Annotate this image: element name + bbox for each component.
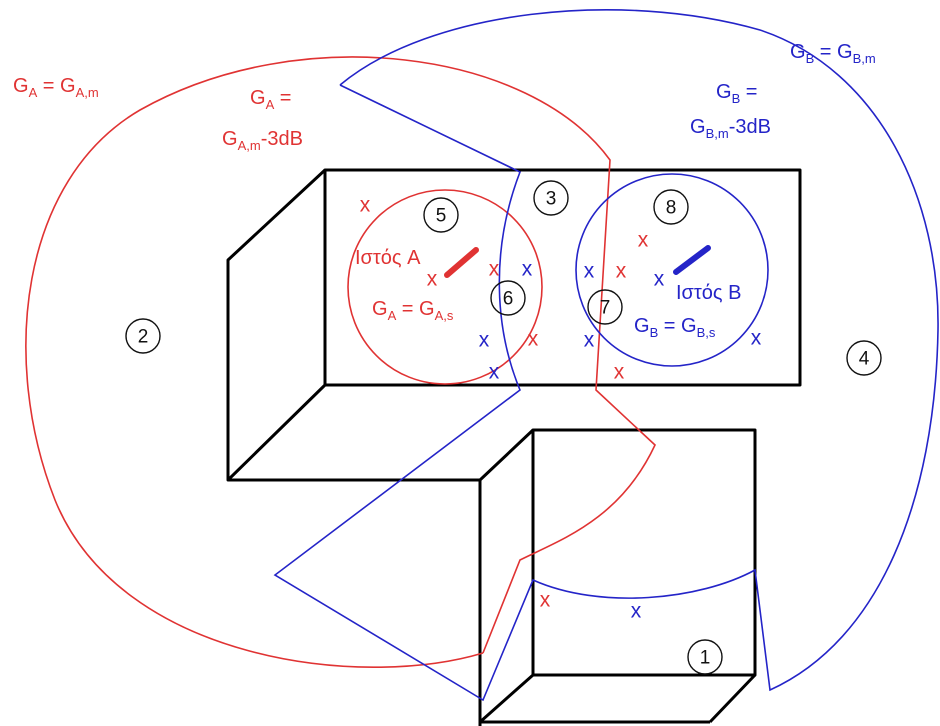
label-mast-a: Ιστός A <box>355 247 421 269</box>
marker-a: x <box>360 194 371 217</box>
coverage-b <box>273 9 939 702</box>
mast-b-icon <box>673 245 711 275</box>
lower-box-edge-bottom <box>479 673 534 724</box>
marker-b: x <box>489 361 500 384</box>
zone-labels: 1 2 3 4 5 6 7 8 <box>138 189 870 669</box>
label-mast-b: Ιστός B <box>676 282 741 304</box>
mast-a-icon <box>444 247 479 278</box>
coverage-a <box>25 56 656 669</box>
upper-box-side <box>226 168 480 482</box>
marker-b: x <box>584 329 595 352</box>
marker-a: x <box>528 328 539 351</box>
coverage-a-main-lobe <box>25 56 656 669</box>
label-ga-s: GA = GA,s <box>372 298 454 323</box>
marker-a: x <box>614 361 625 384</box>
zone-1-label: 1 <box>700 648 711 669</box>
coverage-b-small-circle <box>575 173 769 367</box>
labels-a: GA = GA,m GA = GA,m-3dB Ιστός A GA = GA,… <box>13 75 454 323</box>
zone-6-label: 6 <box>503 289 514 310</box>
marker-b: x <box>584 260 595 283</box>
label-ga-max: GA = GA,m <box>13 75 99 100</box>
zone-6-circle <box>490 280 526 316</box>
zone-4-label: 4 <box>859 349 870 370</box>
label-gb-max: GB = GB,m <box>790 41 876 66</box>
lower-box-edge-top <box>478 428 535 482</box>
zone-7-circle <box>587 289 623 325</box>
zone-2-circle <box>125 318 161 354</box>
zone-7-label: 7 <box>600 298 611 319</box>
zone-8-label: 8 <box>666 198 677 219</box>
labels-b: GB = GB,m GB = GB,m-3dB Ιστός B GB = GB,… <box>634 41 876 340</box>
coverage-b-main-lobe <box>273 9 939 702</box>
marker-b: x <box>751 327 762 350</box>
marker-b: x <box>654 268 665 291</box>
markers-a: x x x x x x x x <box>360 194 649 612</box>
label-gb-s: GB = GB,s <box>634 315 716 340</box>
coverage-a-small-circle <box>347 189 543 385</box>
zone-4-circle <box>846 340 882 376</box>
marker-a: x <box>427 268 438 291</box>
marker-a: x <box>616 260 627 283</box>
marker-b: x <box>479 329 490 352</box>
zone-2-label: 2 <box>138 327 149 348</box>
marker-a: x <box>540 589 551 612</box>
upper-box-front <box>323 168 802 387</box>
marker-a: x <box>489 258 500 281</box>
zone-3-label: 3 <box>546 189 557 210</box>
zone-5-label: 5 <box>436 206 447 227</box>
marker-b: x <box>631 600 642 623</box>
upper-box-edge <box>226 383 327 482</box>
building-outline <box>226 168 802 726</box>
zone-5-circle <box>423 197 459 233</box>
marker-b: x <box>522 258 533 281</box>
label-gb-3db-line2: GB,m-3dB <box>690 116 771 141</box>
zone-markers <box>125 180 882 675</box>
label-gb-3db-line1: GB = <box>716 81 757 106</box>
zone-1-circle <box>687 639 723 675</box>
lower-box-edge-bottom-right <box>708 673 757 724</box>
markers-b: x x x x x x x x <box>479 258 762 623</box>
zone-8-circle <box>653 189 689 225</box>
label-ga-3db-line1: GA = <box>250 87 291 112</box>
label-ga-3db-line2: GA,m-3dB <box>222 128 303 153</box>
marker-a: x <box>638 229 649 252</box>
zone-3-circle <box>533 180 569 216</box>
